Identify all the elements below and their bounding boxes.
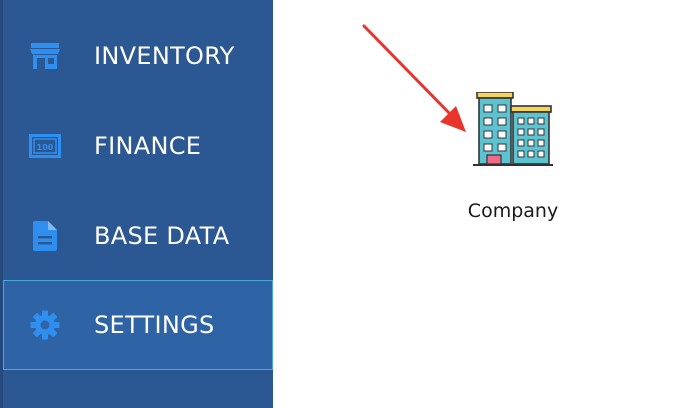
banknote-icon: 100 xyxy=(28,129,62,163)
sidebar-item-label: FINANCE xyxy=(94,132,202,160)
svg-text:100: 100 xyxy=(37,143,54,152)
sidebar-item-finance[interactable]: 100 FINANCE xyxy=(3,101,273,191)
sidebar-item-base-data[interactable]: BASE DATA xyxy=(3,191,273,281)
sidebar: INVENTORY 100 FINANCE BASE xyxy=(0,0,273,408)
sidebar-item-settings[interactable]: SETTINGS xyxy=(3,280,273,370)
sidebar-item-inventory[interactable]: INVENTORY xyxy=(3,11,273,101)
company-tile[interactable]: Company xyxy=(448,86,578,236)
gear-icon xyxy=(28,308,62,342)
sidebar-item-label: BASE DATA xyxy=(94,222,230,250)
document-icon xyxy=(28,219,62,253)
store-icon xyxy=(28,39,62,73)
company-building-icon xyxy=(473,91,553,168)
sidebar-item-label: SETTINGS xyxy=(94,311,215,339)
sidebar-item-label: INVENTORY xyxy=(94,42,235,70)
company-label: Company xyxy=(467,200,559,222)
sidebar-edge xyxy=(0,0,3,408)
